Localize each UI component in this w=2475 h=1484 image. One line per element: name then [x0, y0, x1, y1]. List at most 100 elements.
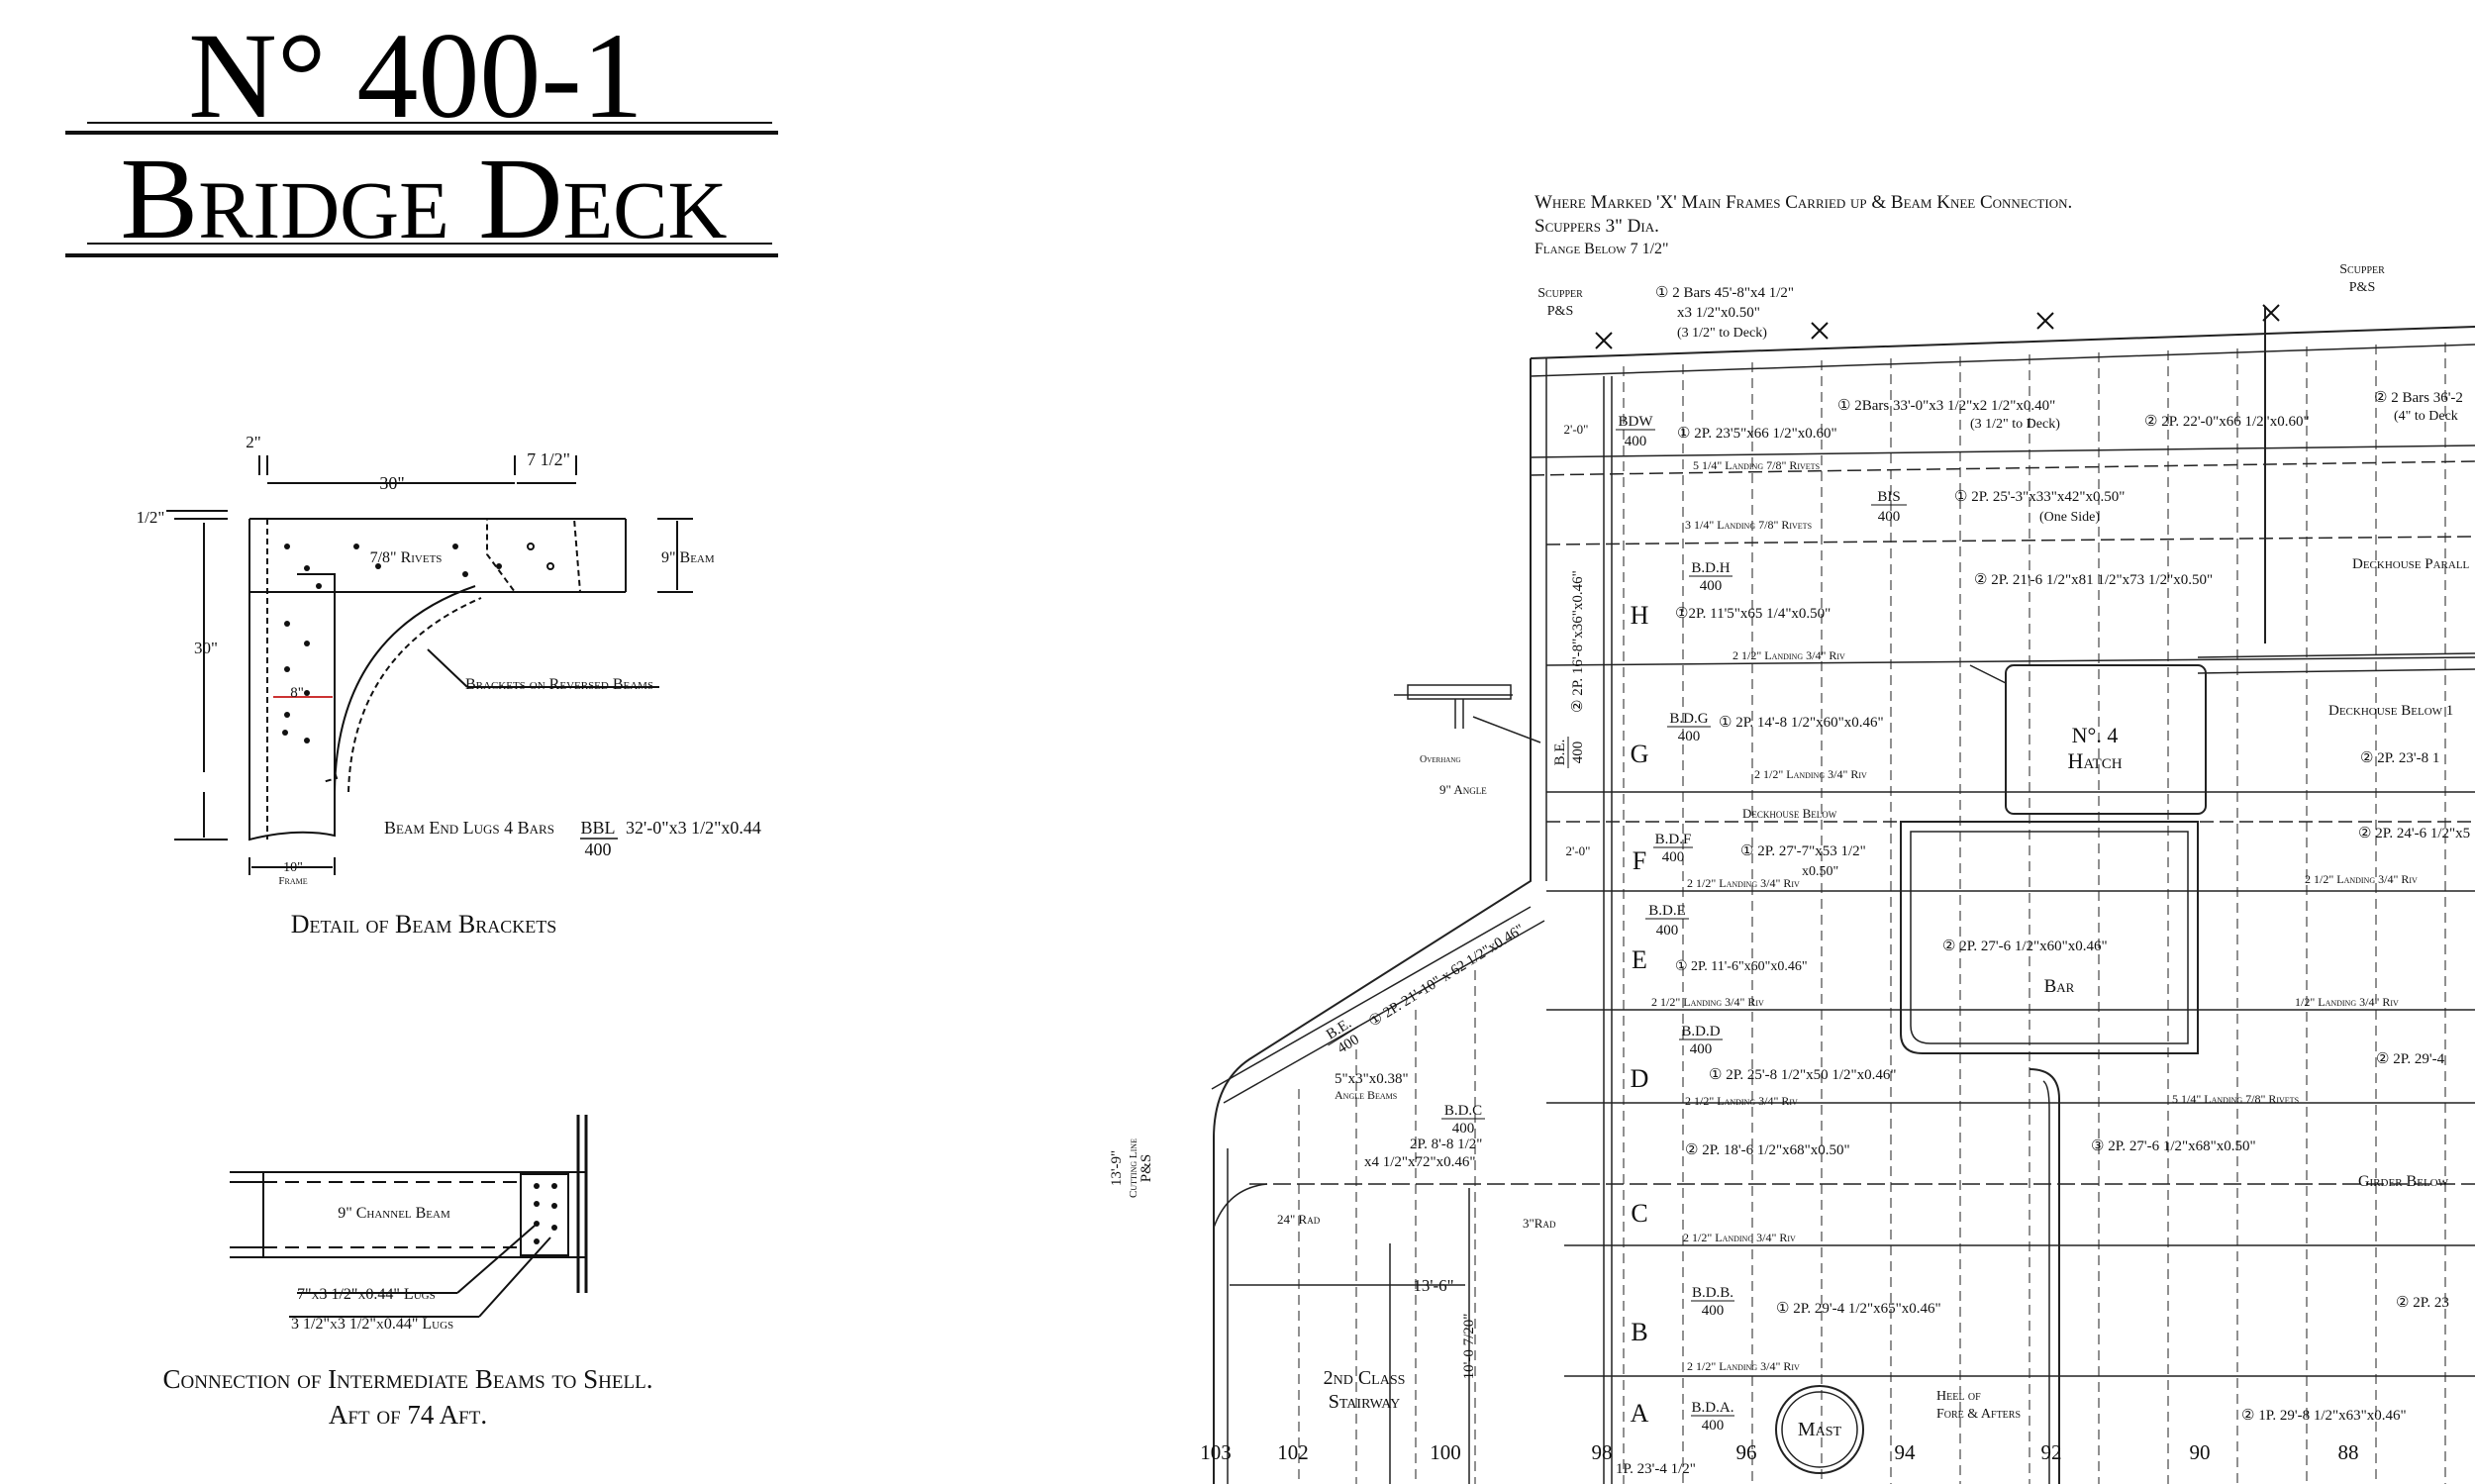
- beam-mark-be-diagonal: B.E. 400 ① 2P. 21'-10" x 62 1/2"x0.46": [1324, 922, 1528, 1057]
- svg-text:B.D.F: B.D.F: [1655, 832, 1692, 847]
- lugs-frac-den: 400: [585, 840, 612, 859]
- row-label-d: D: [1631, 1064, 1649, 1093]
- svg-text:B.D.C: B.D.C: [1444, 1103, 1482, 1119]
- plate-right-1: ② 2P. 22'-0"x66 1/2"x0.60": [2144, 414, 2310, 430]
- landing-12: 5 1/4" Landing 7/8" Rivets: [2172, 1092, 2299, 1106]
- svg-text:400: 400: [1570, 742, 1586, 764]
- bars-top-1: ① 2 Bars 45'-8"x4 1/2": [1655, 285, 1794, 301]
- svg-text:B.D.G: B.D.G: [1669, 711, 1708, 727]
- svg-text:B.D.A.: B.D.A.: [1692, 1400, 1734, 1416]
- svg-text:400: 400: [1625, 434, 1647, 449]
- landing-10: 1/2" Landing 3/4" Riv: [2295, 995, 2399, 1009]
- svg-text:① 2P. 21'-10" x 62 1/2"x0.46": ① 2P. 21'-10" x 62 1/2"x0.46": [1366, 922, 1528, 1031]
- intermediate-connection-detail: [230, 1115, 588, 1318]
- plate-right-4: ② 2P. 18'-6 1/2"x68"x0.50": [1685, 1142, 1850, 1158]
- svg-text:① 2P. 25'-8 1/2"x50 1/2"x0.46": ① 2P. 25'-8 1/2"x50 1/2"x0.46": [1709, 1067, 1897, 1083]
- landing-3: 2 1/2" Landing 3/4" Riv: [1732, 648, 1845, 662]
- bars-top-2: x3 1/2"x0.50": [1677, 305, 1760, 321]
- hatch-number: N°. 4: [2072, 723, 2119, 747]
- landing-5: 2 1/2" Landing 3/4" Riv: [1687, 876, 1800, 890]
- svg-text:2P. 8'-8 1/2": 2P. 8'-8 1/2": [1410, 1137, 1482, 1152]
- scupper-left-ps: P&S: [1547, 304, 1573, 319]
- plate-right-6: ② 2P. 23'-8 1: [2360, 750, 2439, 766]
- svg-text:400: 400: [1700, 578, 1723, 594]
- girder-below: Girder Below: [2358, 1173, 2449, 1190]
- bar-label: Bar: [2044, 976, 2075, 997]
- rivets-label: 7/8" Rivets: [370, 549, 443, 566]
- frame-x-marks: [1595, 304, 2280, 349]
- plan-note-2: Scuppers 3" Dia.: [1534, 216, 1659, 237]
- hatch-label: Hatch: [2067, 748, 2122, 773]
- channel-label: 9" Channel Beam: [338, 1205, 450, 1222]
- frame-90: 90: [2190, 1440, 2211, 1464]
- bars-right-2: (4" to Deck: [2394, 409, 2458, 424]
- beam-mark-bdh: B.D.H 400 ①2P. 11'5"x65 1/4"x0.50": [1675, 560, 1831, 622]
- rad-24: 24" Rad: [1277, 1212, 1321, 1227]
- plan-notes: Where Marked 'X' Main Frames Carried up …: [1534, 192, 2072, 257]
- dim-height: 30": [194, 639, 218, 657]
- scupper-left: Scupper: [1537, 286, 1583, 301]
- deckhouse-below: Deckhouse Below: [1742, 806, 1837, 821]
- deck-plan-labels: Scupper P&S Scupper P&S ① 2 Bars 45'-8"x…: [1109, 262, 2470, 1477]
- plate-right-5: ③ 2P. 27'-6 1/2"x68"x0.50": [2091, 1138, 2256, 1154]
- plate-right-2: ② 2P. 21'-6 1/2"x81 1/2"x73 1/2"x0.50": [1974, 572, 2213, 588]
- landing-7: 2 1/2" Landing 3/4" Riv: [1685, 1094, 1798, 1108]
- bracket-caption: Detail of Beam Brackets: [291, 910, 557, 939]
- plate-right-9: ② 2P. 23: [2396, 1295, 2449, 1311]
- svg-text:② 2P. 16'-8"x36"x0.46": ② 2P. 16'-8"x36"x0.46": [1570, 570, 1586, 713]
- frame-92: 92: [2041, 1440, 2062, 1464]
- rad-3: 3"Rad: [1523, 1216, 1556, 1231]
- landing-11: 2 1/2" Landing 3/4" Riv: [2305, 872, 2418, 886]
- landing-6: 2 1/2" Landing 3/4" Riv: [1651, 995, 1764, 1009]
- deckhouse-below-right: Deckhouse Below 1: [2328, 703, 2453, 719]
- svg-text:B.D.E: B.D.E: [1648, 903, 1686, 919]
- svg-text:B.D.D: B.D.D: [1681, 1024, 1720, 1039]
- frame-100: 100: [1430, 1440, 1461, 1464]
- frame-96: 96: [1736, 1440, 1757, 1464]
- svg-text:B.D.H: B.D.H: [1691, 560, 1730, 576]
- intermediate-connection-labels: 9" Channel Beam 7"x3 1/2"x0.44" Lugs 3 1…: [163, 1205, 653, 1430]
- svg-text:400: 400: [1690, 1041, 1713, 1057]
- dim-top: 1/2": [137, 508, 165, 527]
- svg-text:BDW: BDW: [1619, 414, 1654, 430]
- bars-mid-2: (3 1/2" to Deck): [1970, 417, 2060, 432]
- landing-4: 2 1/2" Landing 3/4" Riv: [1754, 767, 1867, 781]
- svg-text:400: 400: [1678, 729, 1701, 744]
- lug1-label: 7"x3 1/2"x0.44" Lugs: [297, 1286, 436, 1303]
- connection-caption-2: Aft of 74 Aft.: [329, 1400, 487, 1430]
- heel-label-2: Fore & Afters: [1936, 1407, 2021, 1422]
- brackets-note: Brackets on Reversed Beams: [465, 676, 653, 693]
- drawing-title: Bridge Deck: [120, 134, 727, 263]
- plate-right-7: ② 2P. 24'-6 1/2"x5: [2358, 826, 2470, 841]
- row-label-f: F: [1633, 846, 1646, 875]
- mast-label: Mast: [1798, 1419, 1842, 1440]
- angle-size: 9" Angle: [1439, 782, 1487, 797]
- dim-13-6: 13'-6": [1413, 1276, 1453, 1295]
- cutting-ps: P&S: [1138, 1154, 1154, 1182]
- scupper-right: Scupper: [2339, 262, 2385, 277]
- heel-label-1: Heel of: [1936, 1389, 1981, 1404]
- beam-mark-bdg: B.D.G 400 ① 2P. 14'-8 1/2"x60"x0.46": [1667, 711, 1884, 744]
- row-label-a: A: [1631, 1399, 1649, 1428]
- svg-text:400: 400: [1702, 1303, 1725, 1319]
- svg-text:x4 1/2"x72"x0.46": x4 1/2"x72"x0.46": [1364, 1154, 1476, 1170]
- svg-text:400: 400: [1702, 1418, 1725, 1434]
- frame-width: 10": [283, 860, 303, 875]
- plan-note-1: Where Marked 'X' Main Frames Carried up …: [1534, 192, 2072, 213]
- svg-text:400: 400: [1878, 509, 1901, 525]
- landing-2: 3 1/4" Landing 7/8" Rivets: [1685, 518, 1812, 532]
- frame-94: 94: [1895, 1440, 1917, 1464]
- svg-text:B.D.B.: B.D.B.: [1692, 1285, 1733, 1301]
- stair-label-2: Stairway: [1329, 1391, 1401, 1413]
- svg-text:① 2P. 11'-6"x60"x0.46": ① 2P. 11'-6"x60"x0.46": [1675, 959, 1808, 974]
- row-label-e: E: [1632, 945, 1647, 974]
- frame-88: 88: [2338, 1440, 2359, 1464]
- dim-2-0-b: 2'-0": [1566, 843, 1591, 858]
- dim-2-0-a: 2'-0": [1564, 422, 1589, 437]
- angle-beams-1: 5"x3"x0.38": [1335, 1071, 1409, 1087]
- row-label-c: C: [1631, 1199, 1647, 1228]
- beam-bracket-labels: 2" 30" 7 1/2" 1/2" 30" 9" Beam 8" 7/8" R…: [137, 433, 761, 939]
- lug2-label: 3 1/2"x3 1/2"x0.44" Lugs: [291, 1316, 453, 1333]
- svg-text:BIS: BIS: [1877, 489, 1900, 505]
